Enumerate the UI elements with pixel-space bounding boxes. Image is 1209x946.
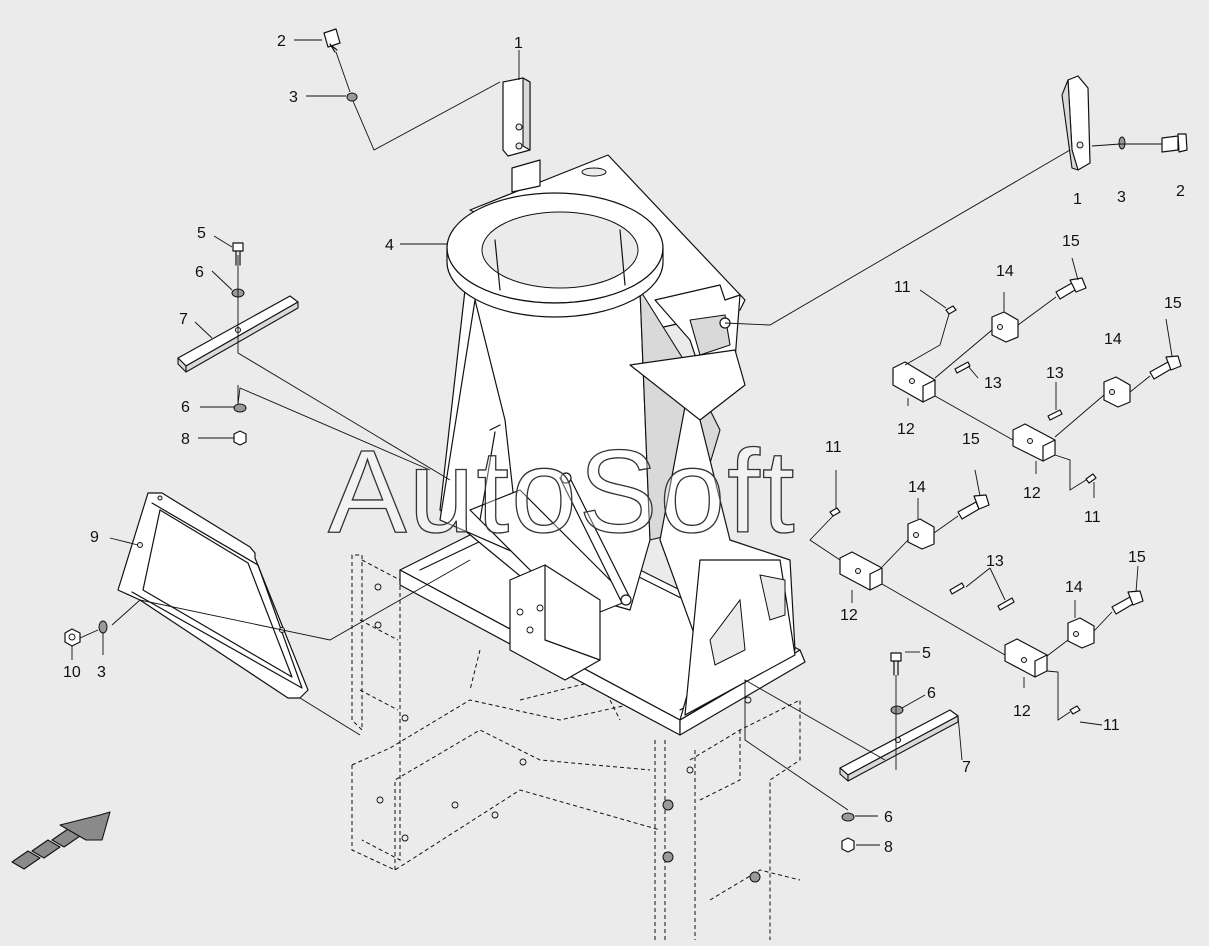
- callout-8: 8: [181, 431, 190, 448]
- callout-11: 11: [1084, 509, 1101, 526]
- nut-8-right: [841, 837, 855, 853]
- direction-arrow-icon: [11, 811, 111, 870]
- callout-7: 7: [962, 759, 971, 776]
- callout-14: 14: [1104, 331, 1122, 348]
- callout-14: 14: [1065, 579, 1083, 596]
- callout-12: 12: [840, 607, 858, 624]
- callout-8: 8: [884, 839, 893, 856]
- callout-11: 11: [825, 439, 842, 456]
- bolt-2-left: [323, 28, 341, 53]
- callout-11: 11: [894, 279, 911, 296]
- callout-12: 12: [1013, 703, 1031, 720]
- callout-15: 15: [962, 431, 980, 448]
- washer-6-lower-right: [841, 812, 855, 822]
- nut-8-left: [233, 430, 247, 446]
- callout-12: 12: [897, 421, 915, 438]
- callout-4: 4: [385, 237, 394, 254]
- lower-frame-reference: [351, 554, 801, 940]
- callout-3: 3: [289, 89, 298, 106]
- bolt-5-right: [890, 652, 902, 676]
- chute-housing: [439, 154, 796, 721]
- callout-15: 15: [1062, 233, 1080, 250]
- callout-10: 10: [63, 664, 81, 681]
- callout-labels: 1 2 3 1 3 2 4 5 6 7 6 8 9 10 3 11 14 15 …: [63, 33, 1185, 856]
- bolt-2-right: [1161, 133, 1188, 153]
- callout-1: 1: [1073, 191, 1082, 208]
- callout-3: 3: [97, 664, 106, 681]
- cover-plate-9: [117, 492, 309, 699]
- callout-3: 3: [1117, 189, 1126, 206]
- callout-14: 14: [996, 263, 1014, 280]
- nut-10: [64, 628, 81, 647]
- callout-2: 2: [1176, 183, 1185, 200]
- callout-13: 13: [984, 375, 1002, 392]
- clamp-plate-right: [1061, 75, 1091, 171]
- bolt-5-left: [232, 242, 244, 266]
- clamp-plate-left: [502, 77, 531, 157]
- washer-3-lower: [98, 620, 108, 634]
- callout-1: 1: [514, 35, 523, 52]
- callout-14: 14: [908, 479, 926, 496]
- callout-2: 2: [277, 33, 286, 50]
- callout-6: 6: [884, 809, 893, 826]
- callout-5: 5: [197, 225, 206, 242]
- callout-5: 5: [922, 645, 931, 662]
- callout-6: 6: [927, 685, 936, 702]
- callout-7: 7: [179, 311, 188, 328]
- callout-13: 13: [986, 553, 1004, 570]
- callout-15: 15: [1164, 295, 1182, 312]
- right-hardware: [829, 277, 1182, 715]
- callout-6: 6: [195, 264, 204, 281]
- callout-15: 15: [1128, 549, 1146, 566]
- callout-11: 11: [1103, 717, 1120, 734]
- callout-9: 9: [90, 529, 99, 546]
- bar-7-right: [839, 709, 959, 782]
- washer-6-lower-left: [233, 403, 247, 413]
- callout-13: 13: [1046, 365, 1064, 382]
- washer-6-upper-right: [890, 705, 904, 715]
- watermark-text: AutoSoft: [328, 426, 797, 558]
- callout-6: 6: [181, 399, 190, 416]
- washer-3-left: [346, 92, 358, 102]
- leader-lines: [71, 39, 1173, 846]
- callout-12: 12: [1023, 485, 1041, 502]
- washer-3-right: [1118, 136, 1126, 150]
